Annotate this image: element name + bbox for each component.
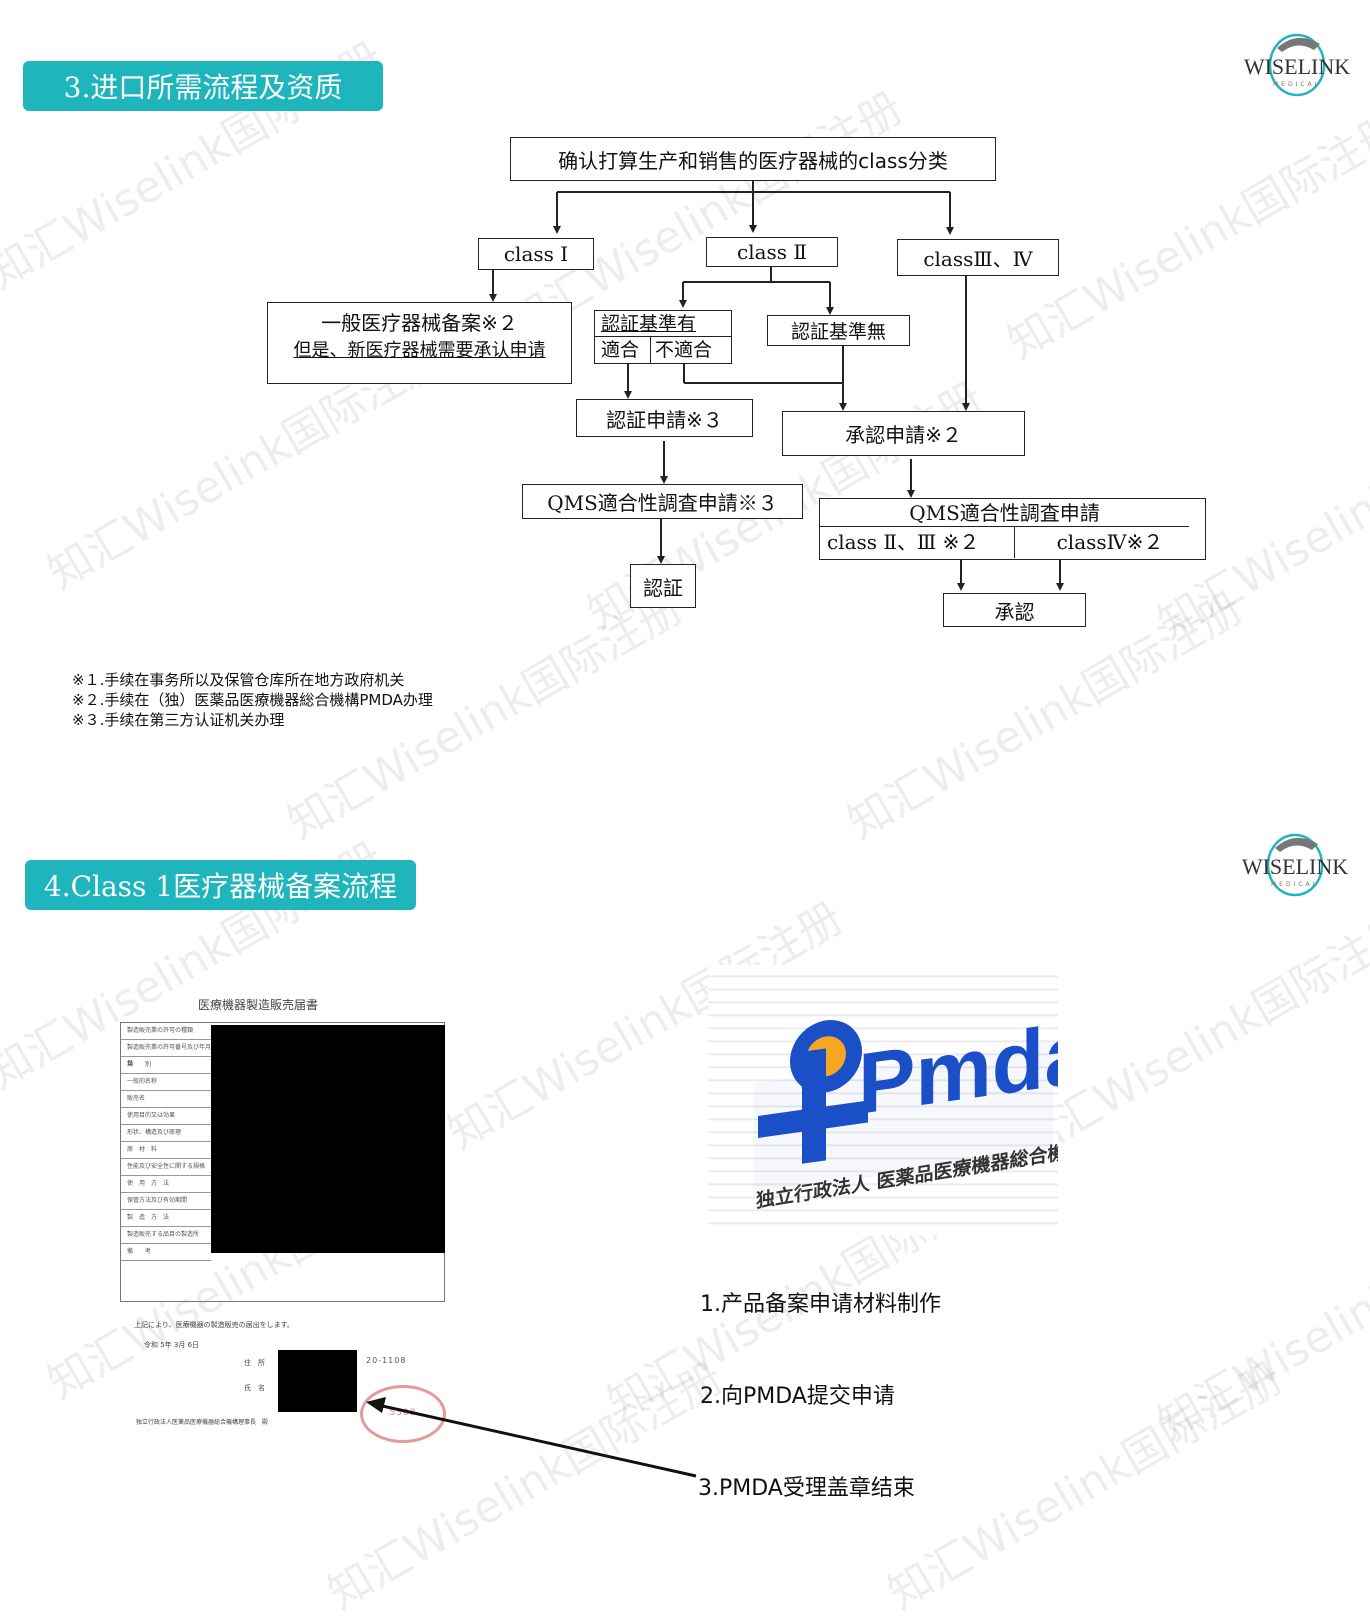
flow-qms-right-box: QMS適合性調査申請 class Ⅱ、Ⅲ ※２ classⅣ※２ xyxy=(819,498,1206,560)
form-row: 性能及び安全性に関する規格 xyxy=(121,1159,211,1176)
form-row: 備 考 xyxy=(121,1244,211,1261)
flow-qms-right-row: class Ⅱ、Ⅲ ※２ classⅣ※２ xyxy=(820,527,1205,558)
flow-approval-box: 承認 xyxy=(943,593,1086,627)
form-row: 保管方法及び有効期間 xyxy=(121,1193,211,1210)
logo-subtext: MEDICAL xyxy=(1273,81,1321,88)
receipt-stamp: 5308 xyxy=(360,1385,446,1443)
form-addressee: 独立行政法人医薬品医療機器総合機構理事長 殿 xyxy=(136,1419,269,1426)
footnote-1: ※１.手续在事务所以及保管仓库所在地方政府机关 xyxy=(72,671,405,689)
flow-approval-apply-box: 承認申請※２ xyxy=(782,411,1025,456)
logo-subtext: MEDICAL xyxy=(1271,881,1319,888)
form-number: 20-1108 xyxy=(366,1356,407,1365)
flow-fit-label: 適合 xyxy=(595,337,651,363)
flow-top-box: 确认打算生产和销售的医疗器械的class分类 xyxy=(510,137,996,181)
step-3: 3.PMDA受理盖章结束 xyxy=(698,1476,915,1501)
flow-cert-apply-box: 認証申請※３ xyxy=(576,399,753,437)
flow-class34-box: classⅢ、Ⅳ xyxy=(897,239,1059,276)
form-row: 原 材 料 xyxy=(121,1142,211,1159)
form-row: 製造販売業の許可の種類 xyxy=(121,1023,211,1040)
flow-general-line1: 一般医疗器械备案※２ xyxy=(321,311,518,335)
registration-form-image: 医療機器製造販売届書 製造販売業の許可の種類 製造販売業の許可番号及び年月日 類… xyxy=(118,990,458,1443)
form-row: 製造販売する品目の製造所 xyxy=(121,1227,211,1244)
form-date: 令和 5年 3月 6日 xyxy=(144,1341,200,1349)
form-address-label: 住 所 xyxy=(244,1359,265,1367)
form-row: 一般的名称 xyxy=(121,1074,211,1091)
form-name-label: 氏 名 xyxy=(244,1384,265,1392)
form-row: 使用目的又は効果 xyxy=(121,1108,211,1125)
form-row: 製造販売業の許可番号及び年月日 xyxy=(121,1040,211,1067)
flow-std-have-label: 認証基準有 xyxy=(595,311,731,337)
redacted-name-block xyxy=(278,1350,357,1412)
logo-swoosh-icon xyxy=(1268,33,1326,97)
flow-class2-box: class Ⅱ xyxy=(706,237,838,267)
flow-qms-right-title: QMS適合性調査申請 xyxy=(820,499,1189,527)
form-table: 製造販売業の許可の種類 製造販売業の許可番号及び年月日 類 別 一般的名称 販売… xyxy=(120,1022,445,1302)
flow-unfit-label: 不適合 xyxy=(655,339,713,361)
flow-class1-box: class Ⅰ xyxy=(478,238,594,270)
pointer-arrow xyxy=(366,1397,697,1478)
footnote-2: ※２.手续在（独）医薬品医療機器総合機構PMDA办理 xyxy=(72,691,433,709)
form-row: 類 別 xyxy=(121,1057,211,1074)
logo-wordmark: WISELINK xyxy=(1243,54,1351,79)
flow-std-have-box: 認証基準有 適合 不適合 xyxy=(594,310,732,364)
form-title: 医療機器製造販売届書 xyxy=(198,998,319,1012)
logo-wordmark: WISELINK xyxy=(1241,854,1349,879)
footnotes: ※１.手续在事务所以及保管仓库所在地方政府机关 ※２.手续在（独）医薬品医療機器… xyxy=(72,670,532,730)
flowchart-connectors xyxy=(489,181,1064,591)
pmda-logo-graphic: Pmda 独立行政法人 医薬品医療機器総合機構 xyxy=(753,1004,1058,1212)
flow-fit-row: 適合 不適合 xyxy=(595,337,731,363)
flow-qms-left-box: QMS適合性調査申請※３ xyxy=(522,484,803,519)
section3-banner: 3.进口所需流程及资质 xyxy=(23,61,383,111)
wiselink-logo: WISELINK MEDICAL xyxy=(1242,28,1352,98)
step-2: 2.向PMDA提交申请 xyxy=(700,1384,895,1409)
flow-qms-right-b: classⅣ※２ xyxy=(1056,530,1164,554)
step-1: 1.产品备案申请材料制作 xyxy=(700,1292,941,1317)
form-footer-text: 上記により、医療機器の製造販売の届出をします。 xyxy=(134,1321,294,1329)
flow-cert-box: 認証 xyxy=(630,564,696,608)
section4-banner: 4.Class 1医疗器械备案流程 xyxy=(25,860,416,910)
pmda-sign-photo: Pmda 独立行政法人 医薬品医療機器総合機構 xyxy=(708,965,1058,1235)
form-row: 販売名 xyxy=(121,1091,211,1108)
footnote-3: ※３.手续在第三方认证机关办理 xyxy=(72,711,285,729)
stamp-number: 5308 xyxy=(389,1408,417,1418)
flow-std-none-box: 認証基準無 xyxy=(767,315,910,346)
flow-qms-right-a: class Ⅱ、Ⅲ ※２ xyxy=(820,527,1015,558)
form-row: 製 造 方 法 xyxy=(121,1210,211,1227)
flow-general-box: 一般医疗器械备案※２ 但是、新医疗器械需要承认申请 xyxy=(267,302,572,384)
redacted-block xyxy=(211,1025,445,1253)
form-row: 使 用 方 法 xyxy=(121,1176,211,1193)
flow-general-line2: 但是、新医疗器械需要承认申请 xyxy=(293,340,546,361)
logo-swoosh-icon xyxy=(1266,833,1324,897)
wiselink-logo: WISELINK MEDICAL xyxy=(1240,828,1350,898)
form-row: 形状、構造及び原理 xyxy=(121,1125,211,1142)
